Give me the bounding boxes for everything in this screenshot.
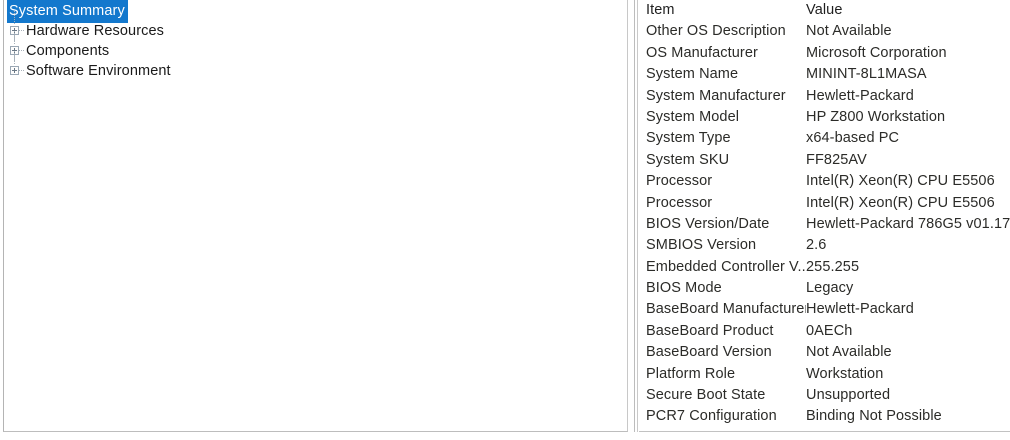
tree-item-label: Components xyxy=(26,42,110,59)
detail-row[interactable]: BaseBoard Product 0AECh xyxy=(639,321,1010,342)
detail-item-name: BaseBoard Version xyxy=(646,344,772,361)
detail-row[interactable]: Embedded Controller V...255.255 xyxy=(639,257,1010,278)
detail-item-name: Embedded Controller V... xyxy=(646,258,806,275)
detail-item-name: Processor xyxy=(646,173,713,190)
detail-item-value: HP Z800 Workstation xyxy=(806,108,946,125)
tree-trunk-line xyxy=(14,31,15,45)
tree-item-label: Hardware Resources xyxy=(26,22,164,39)
detail-item-value: Legacy xyxy=(806,280,854,297)
detail-row[interactable]: Platform Role Workstation xyxy=(639,364,1010,385)
panel-splitter[interactable] xyxy=(628,0,640,432)
detail-item-name: System Model xyxy=(646,108,740,125)
splitter-line-right xyxy=(637,0,638,432)
detail-row[interactable]: OS Manufacturer Microsoft Corporation xyxy=(639,43,1010,64)
tree-item-components[interactable]: Components xyxy=(4,31,627,62)
detail-row[interactable]: BIOS Version/Date Hewlett-Packard 786G5 v… xyxy=(639,214,1010,235)
detail-item-value: Binding Not Possible xyxy=(806,408,942,425)
tree-connector-line xyxy=(19,30,24,31)
detail-item-name: PCR7 Configuration xyxy=(646,408,777,425)
column-header-value[interactable]: Value xyxy=(806,2,843,18)
tree-item-label: Software Environment xyxy=(26,62,171,79)
expand-plus-icon[interactable] xyxy=(6,11,24,42)
detail-row[interactable]: BaseBoard Version Not Available xyxy=(639,342,1010,363)
detail-item-name: SMBIOS Version xyxy=(646,237,757,254)
detail-row[interactable]: Processor Intel(R) Xeon(R) CPU E5506 xyxy=(639,171,1010,192)
detail-row[interactable]: System Type x64-based PC xyxy=(639,128,1010,149)
splitter-line-left xyxy=(634,0,635,432)
tree-item-software-environment[interactable]: Software Environment xyxy=(4,51,627,81)
tree-trunk-line xyxy=(14,51,15,65)
detail-row[interactable]: PCR7 Configuration Binding Not Possible xyxy=(639,406,1010,427)
detail-row[interactable]: System Name MININT-8L1MASA xyxy=(639,64,1010,85)
detail-item-name: System Name xyxy=(646,66,739,83)
detail-item-value: MININT-8L1MASA xyxy=(806,66,927,83)
detail-row[interactable]: Secure Boot State Unsupported xyxy=(639,385,1010,406)
detail-item-value: Microsoft Corporation xyxy=(806,44,947,61)
detail-item-value: 2.6 xyxy=(806,237,827,254)
tree-connector-line xyxy=(19,70,24,71)
detail-item-name: BaseBoard Manufacturer xyxy=(646,301,806,318)
detail-item-value: Hewlett-Packard 786G5 v01.17, 8/ xyxy=(806,215,1010,232)
expand-plus-icon[interactable] xyxy=(6,51,24,81)
plus-box-icon xyxy=(10,66,19,75)
detail-item-name: Secure Boot State xyxy=(646,387,766,404)
expand-plus-icon[interactable] xyxy=(6,31,24,62)
detail-item-value: Intel(R) Xeon(R) CPU E5506 xyxy=(806,194,995,211)
detail-row[interactable]: BIOS Mode Legacy xyxy=(639,278,1010,299)
detail-item-value: Hewlett-Packard xyxy=(806,87,914,104)
detail-row[interactable]: System Manufacturer Hewlett-Packard xyxy=(639,86,1010,107)
tree-item-hardware-resources[interactable]: Hardware Resources xyxy=(4,11,627,42)
detail-item-value: Hewlett-Packard xyxy=(806,301,914,318)
detail-item-name: BIOS Mode xyxy=(646,280,722,297)
detail-item-name: BIOS Version/Date xyxy=(646,215,770,232)
details-header-row: Item Value xyxy=(639,0,1010,21)
detail-item-value: FF825AV xyxy=(806,151,867,168)
detail-item-value: Intel(R) Xeon(R) CPU E5506 xyxy=(806,173,995,190)
detail-item-value: Unsupported xyxy=(806,387,891,404)
detail-row[interactable]: System SKU FF825AV xyxy=(639,150,1010,171)
tree-item-system-summary[interactable]: System Summary xyxy=(4,0,627,23)
detail-item-name: System Manufacturer xyxy=(646,87,786,104)
detail-item-name: System Type xyxy=(646,130,731,147)
detail-item-name: Other OS Description xyxy=(646,23,786,40)
tree-trunk-line xyxy=(14,11,15,25)
detail-row[interactable]: Other OS Description Not Available xyxy=(639,21,1010,42)
column-header-item[interactable]: Item xyxy=(646,2,675,18)
detail-item-name: System SKU xyxy=(646,151,730,168)
detail-row[interactable]: Processor Intel(R) Xeon(R) CPU E5506 xyxy=(639,193,1010,214)
tree-connector-line xyxy=(19,50,24,51)
detail-item-name: Processor xyxy=(646,194,713,211)
detail-item-value: Workstation xyxy=(806,365,884,382)
detail-row[interactable]: SMBIOS Version 2.6 xyxy=(639,235,1010,256)
tree-item-label: System Summary xyxy=(7,0,128,23)
detail-row[interactable]: System Model HP Z800 Workstation xyxy=(639,107,1010,128)
detail-item-value: Not Available xyxy=(806,344,892,361)
detail-item-value: 0AECh xyxy=(806,322,853,339)
detail-item-value: x64-based PC xyxy=(806,130,900,147)
detail-item-name: Platform Role xyxy=(646,365,736,382)
detail-item-name: BaseBoard Product xyxy=(646,322,774,339)
detail-item-name: OS Manufacturer xyxy=(646,44,758,61)
detail-item-value: 255.255 xyxy=(806,258,860,275)
detail-item-value: Not Available xyxy=(806,23,892,40)
